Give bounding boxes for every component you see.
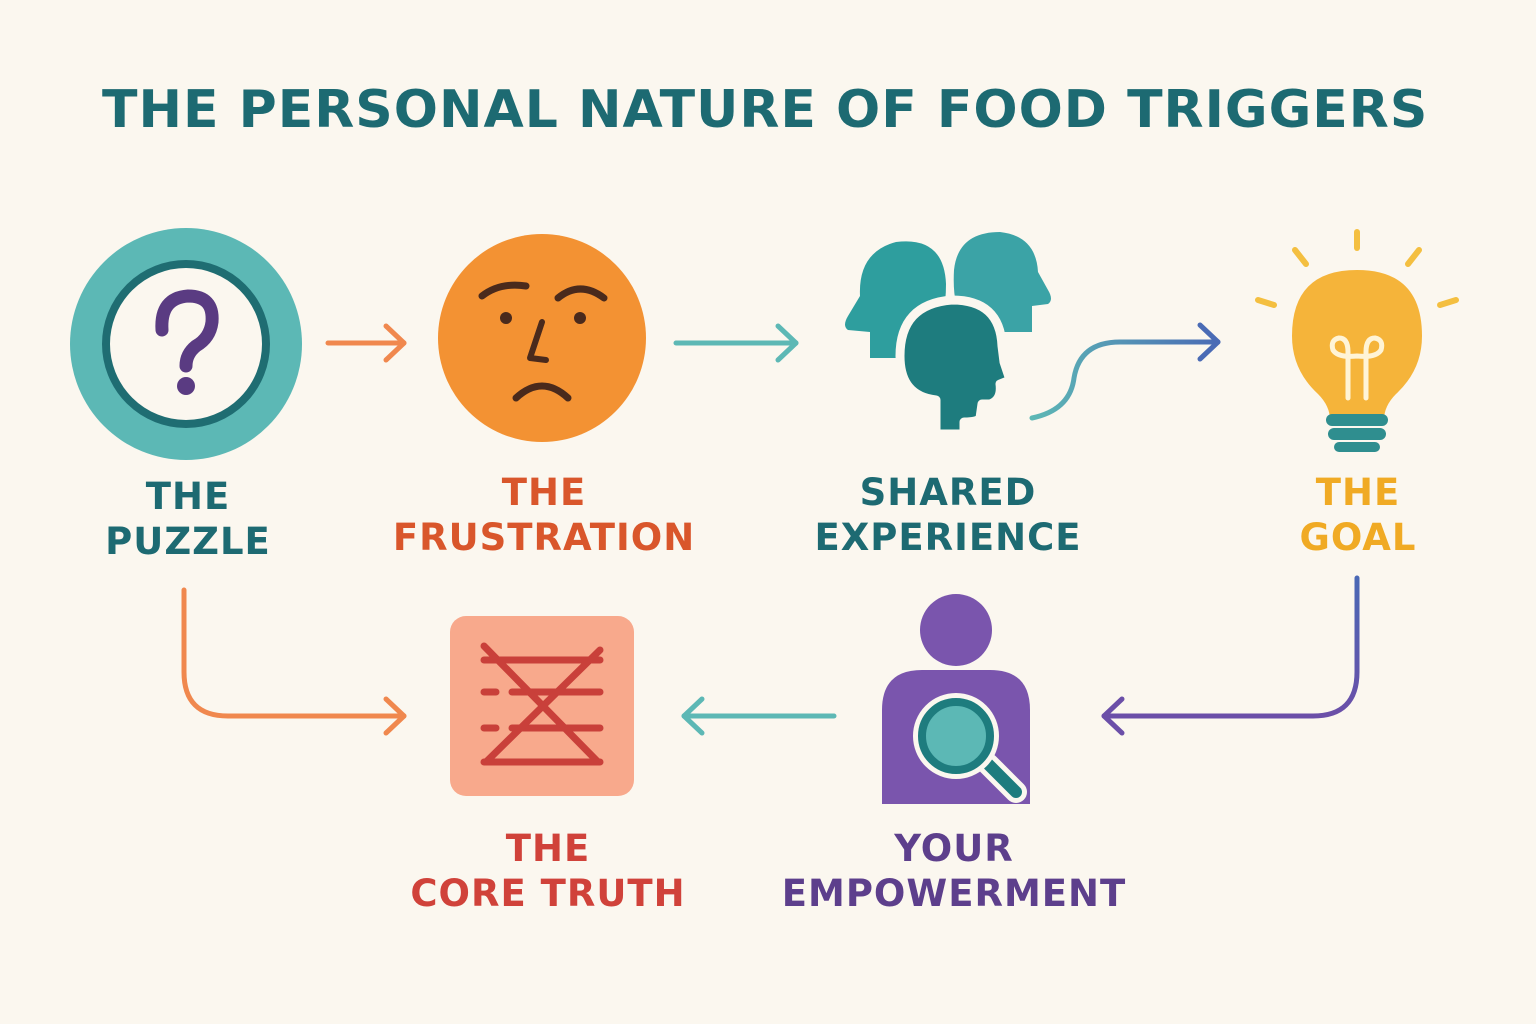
arrow-goal-to-empowerment	[1101, 575, 1360, 736]
crossed-out-list-icon	[450, 616, 634, 796]
question-mark-icon	[70, 228, 302, 460]
arrow-frustration-to-shared	[673, 323, 799, 363]
arrow-puzzle-to-frustration	[325, 323, 407, 363]
label-frustration: THE FRUSTRATION	[392, 471, 696, 559]
page-title: THE PERSONAL NATURE OF FOOD TRIGGERS	[102, 80, 1429, 140]
arrow-empowerment-to-core	[681, 696, 837, 736]
arrow-puzzle-to-core	[181, 587, 407, 736]
label-goal: THE GOAL	[1299, 471, 1417, 559]
person-magnifier-icon	[882, 594, 1030, 804]
label-empowerment: YOUR EMPOWERMENT	[781, 827, 1127, 915]
arrow-shared-to-goal	[1029, 322, 1221, 421]
group-heads-icon	[845, 232, 1051, 439]
label-core-truth: THE CORE TRUTH	[410, 827, 686, 915]
frowning-face-icon	[438, 234, 646, 442]
label-shared-experience: SHARED EXPERIENCE	[814, 471, 1082, 559]
lightbulb-icon	[1255, 229, 1459, 452]
label-puzzle: THE PUZZLE	[105, 475, 271, 563]
